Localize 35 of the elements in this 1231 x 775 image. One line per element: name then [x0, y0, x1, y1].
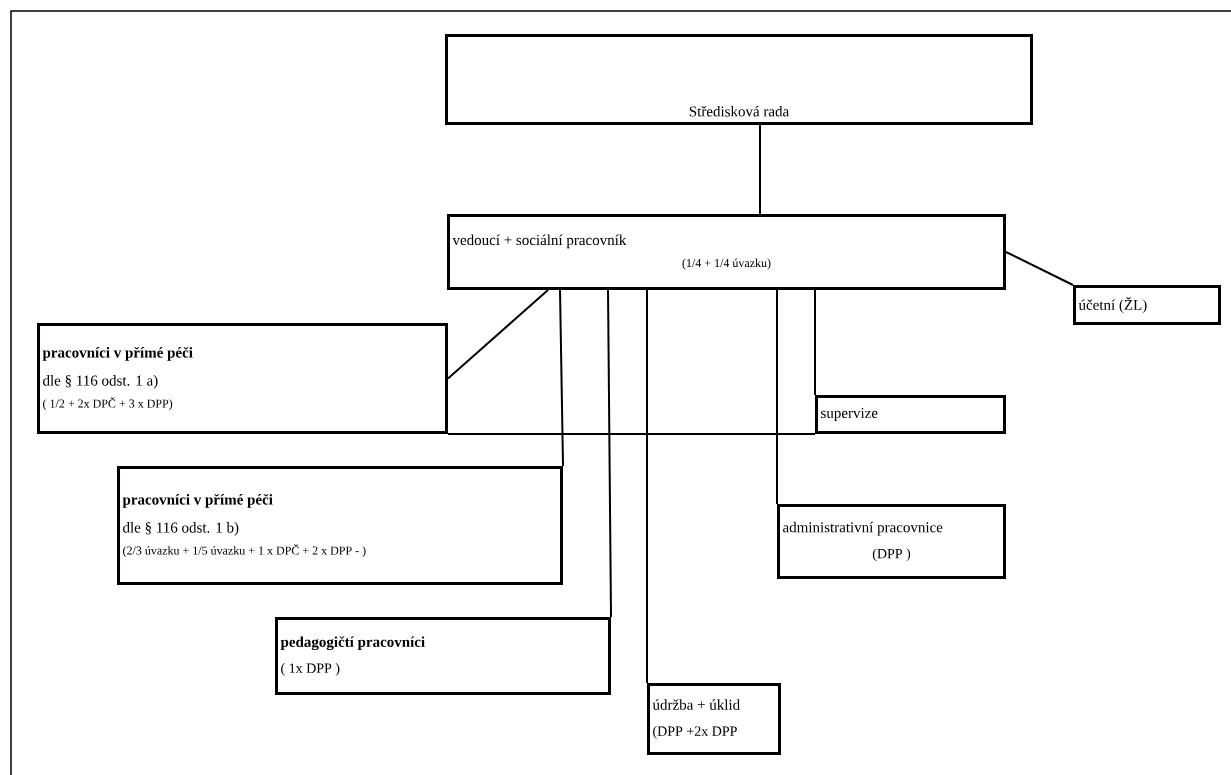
node-text: pedagogičtí pracovníci — [280, 636, 425, 651]
node-text: (DPP ) — [872, 548, 911, 562]
org-box — [37, 323, 448, 434]
connector-line — [607, 289, 612, 618]
node-text: (DPP +2x DPP — [653, 726, 737, 739]
org-box — [777, 504, 1006, 579]
org-box — [117, 466, 563, 585]
org-box — [1073, 285, 1221, 325]
node-text: ( 1/2 + 2x DPČ + 3 x DPP) — [43, 397, 173, 411]
connector-line — [814, 289, 816, 396]
node-text: (1/4 + 1/4 úvazku) — [682, 258, 771, 270]
node-text: vedoucí + sociální pracovník — [452, 234, 627, 249]
node-text: ( 1x DPP ) — [281, 663, 340, 676]
connector-line — [776, 289, 778, 505]
node-text: supervize — [821, 407, 878, 422]
node-text: účetní (ŽL) — [1078, 296, 1147, 314]
node-text: (2/3 úvazku + 1/5 úvazku + 1 x DPČ + 2 x DPP - ) — [123, 544, 366, 558]
node-text: pracovníci v přímé péči — [122, 493, 273, 508]
org-box — [647, 683, 781, 755]
node-text: dle § 116 odst. 1 a) — [43, 375, 158, 389]
org-box — [445, 34, 1033, 125]
connector-line — [559, 289, 564, 467]
node-text: dle § 116 odst. 1 b) — [123, 522, 239, 536]
org-box — [275, 617, 611, 695]
org-box — [447, 214, 1006, 290]
connector-line — [447, 289, 549, 380]
connector-line — [447, 433, 816, 435]
connector-line — [759, 124, 761, 215]
connector-line — [646, 289, 648, 684]
node-text: údržba + úklid — [652, 699, 740, 710]
node-text: pracovníci v přímé péči — [42, 346, 193, 361]
org-box — [815, 395, 1006, 434]
connector-line — [1005, 251, 1074, 286]
node-text: administrativní pracovnice — [783, 521, 943, 536]
node-text: Středisková rada — [689, 105, 789, 117]
